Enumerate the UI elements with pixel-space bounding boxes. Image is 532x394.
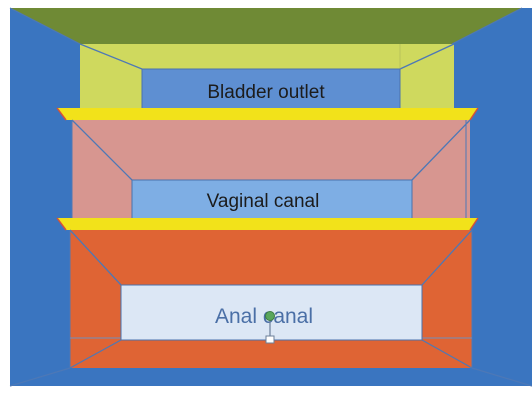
top-olive-band — [10, 8, 522, 44]
vaginal-canal-label: Vaginal canal — [207, 191, 320, 212]
anal-compartment: Anal canal — [57, 218, 478, 368]
bladder-outlet-label: Bladder outlet — [207, 82, 325, 103]
anal-yellow-rim — [57, 218, 478, 230]
vaginal-yellow-rim — [57, 108, 478, 120]
anal-canal-label: Anal canal — [215, 305, 313, 328]
bladder-compartment: Bladder outlet — [80, 44, 454, 114]
rotate-handle[interactable] — [266, 312, 275, 321]
vaginal-compartment: Vaginal canal — [57, 108, 478, 220]
resize-handle[interactable] — [266, 336, 274, 343]
